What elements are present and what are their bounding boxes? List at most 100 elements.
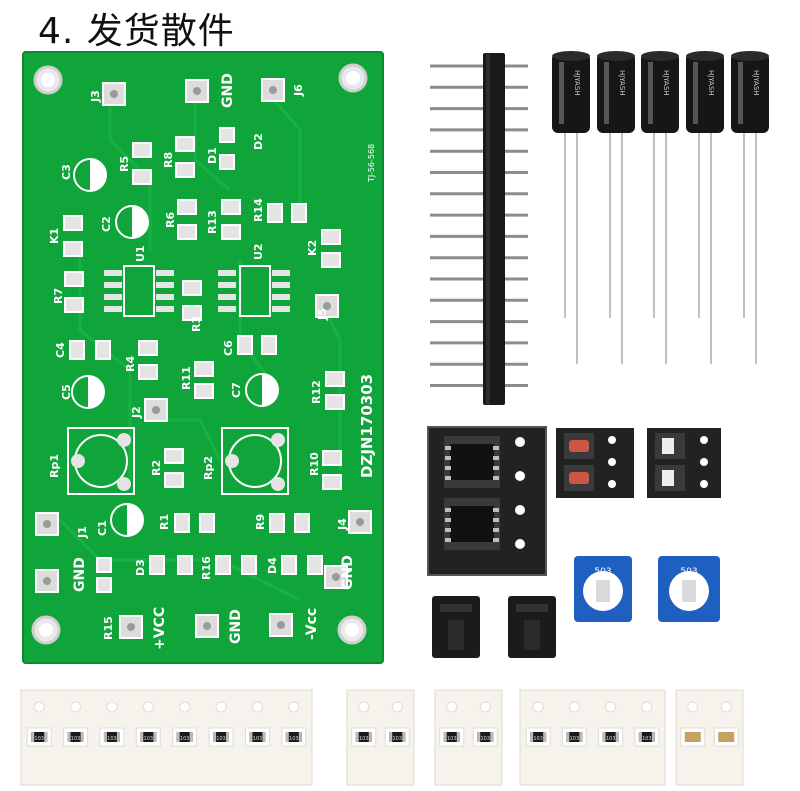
smd-resistor xyxy=(602,732,619,742)
capacitor-marking: HJYASH xyxy=(573,70,581,96)
electrolytic-capacitor: HJYASH xyxy=(597,51,635,364)
smd-resistor xyxy=(31,732,48,742)
label-j3: J3 xyxy=(89,90,102,103)
pin-header xyxy=(430,53,528,405)
label-j6: J6 xyxy=(292,84,305,97)
pcb-pads xyxy=(35,78,372,639)
smd-resistor xyxy=(285,732,302,742)
electrolytic-capacitor: HJYASH xyxy=(731,51,769,364)
smd-resistor xyxy=(249,732,266,742)
ic-footprints xyxy=(104,265,290,317)
label-k1: K1 xyxy=(48,228,61,244)
smd-resistor xyxy=(530,732,547,742)
label-r10: R10 xyxy=(308,452,321,476)
label-c1: C1 xyxy=(96,520,109,536)
label-j5: J5 xyxy=(316,308,329,321)
electrolytic-capacitor: HJYASH xyxy=(686,51,724,364)
mounting-hole xyxy=(33,65,63,95)
smd-resistor xyxy=(566,732,583,742)
label-k2: K2 xyxy=(306,240,319,256)
label-c5: C5 xyxy=(60,384,73,400)
smd-pads xyxy=(63,127,345,593)
label-u2: U2 xyxy=(252,243,265,260)
smd-resistor xyxy=(67,732,84,742)
smd-resistor xyxy=(355,732,372,742)
resistor-label: 103 xyxy=(533,736,543,742)
electrolytic-capacitor: HJYASH xyxy=(641,51,679,364)
label-r6: R6 xyxy=(164,212,177,228)
label-r1: R1 xyxy=(158,514,171,530)
electrolytic-capacitors: HJYASH HJYASH HJYASH HJYASH HJYASH xyxy=(552,51,769,364)
resistor-label: 103 xyxy=(392,736,402,742)
label-r8: R8 xyxy=(162,152,175,168)
jumper-cap xyxy=(432,596,480,658)
resistor-label: 103 xyxy=(480,736,490,742)
label-j4: J4 xyxy=(336,518,349,531)
label-d3: D3 xyxy=(134,559,147,576)
resistor-label: 103 xyxy=(606,736,616,742)
label-rp1: Rp1 xyxy=(48,454,61,478)
label-r12: R12 xyxy=(310,380,323,404)
label-gnd-right: GND xyxy=(340,555,356,590)
smd-resistor xyxy=(103,732,120,742)
smd-resistor xyxy=(638,732,655,742)
label-rp2: Rp2 xyxy=(202,456,215,480)
label-vcc-neg: -Vcc xyxy=(304,608,320,640)
mounting-hole xyxy=(338,63,368,93)
mounting-holes xyxy=(31,63,368,645)
smd-resistor xyxy=(140,732,157,742)
trimmer-footprints xyxy=(67,427,289,495)
label-c6: C6 xyxy=(222,340,235,356)
label-u1: U1 xyxy=(134,245,147,262)
resistor-label: 103 xyxy=(34,736,44,742)
capacitor-marking: HJYASH xyxy=(618,70,626,96)
capacitor-marking: HJYASH xyxy=(707,70,715,96)
label-j1: J1 xyxy=(76,526,89,539)
resistor-label: 103 xyxy=(216,736,226,742)
resistor-label: 103 xyxy=(289,736,299,742)
smd-resistor xyxy=(389,732,406,742)
label-gnd-top: GND xyxy=(220,73,236,108)
mounting-hole xyxy=(337,615,367,645)
resistor-label: 103 xyxy=(144,736,154,742)
label-r3: R3 xyxy=(190,316,203,332)
label-j2: J2 xyxy=(130,406,143,419)
smd-resistor xyxy=(176,732,193,742)
resistor-label: 103 xyxy=(107,736,117,742)
label-r4: R4 xyxy=(124,356,137,372)
label-d4: D4 xyxy=(266,557,279,574)
trimmer-potentiometer: 503 xyxy=(658,556,720,622)
label-board-code: TJ-56-568 xyxy=(367,144,376,183)
capacitor-marking: HJYASH xyxy=(752,70,760,96)
label-r9: R9 xyxy=(254,514,267,530)
smd-resistor xyxy=(477,732,494,742)
label-vcc-pos: +VCC xyxy=(152,607,168,650)
pot-label-2: 503 xyxy=(680,567,697,577)
diode-tape-1 xyxy=(556,428,634,498)
label-r15: R15 xyxy=(102,616,115,640)
label-r5: R5 xyxy=(118,156,131,172)
label-r2: R2 xyxy=(150,460,163,476)
jumper-cap xyxy=(508,596,556,658)
resistor-label: 103 xyxy=(359,736,369,742)
pot-label-1: 503 xyxy=(594,567,611,577)
ic-chip-tape xyxy=(427,426,547,576)
mounting-hole xyxy=(31,615,61,645)
label-gnd-left: GND xyxy=(72,557,88,592)
label-board-id: DZJN170303 xyxy=(358,374,376,478)
label-d1: D1 xyxy=(206,147,219,164)
label-d2: D2 xyxy=(252,133,265,150)
header-pins xyxy=(430,64,528,387)
resistor-label: 103 xyxy=(71,736,81,742)
resistor-tape xyxy=(675,689,744,786)
electrolytic-capacitor: HJYASH xyxy=(552,51,590,364)
label-r11: R11 xyxy=(180,366,193,390)
label-r7: R7 xyxy=(52,288,65,304)
resistor-label: 103 xyxy=(180,736,190,742)
trimmer-potentiometer: 503 xyxy=(574,556,632,622)
